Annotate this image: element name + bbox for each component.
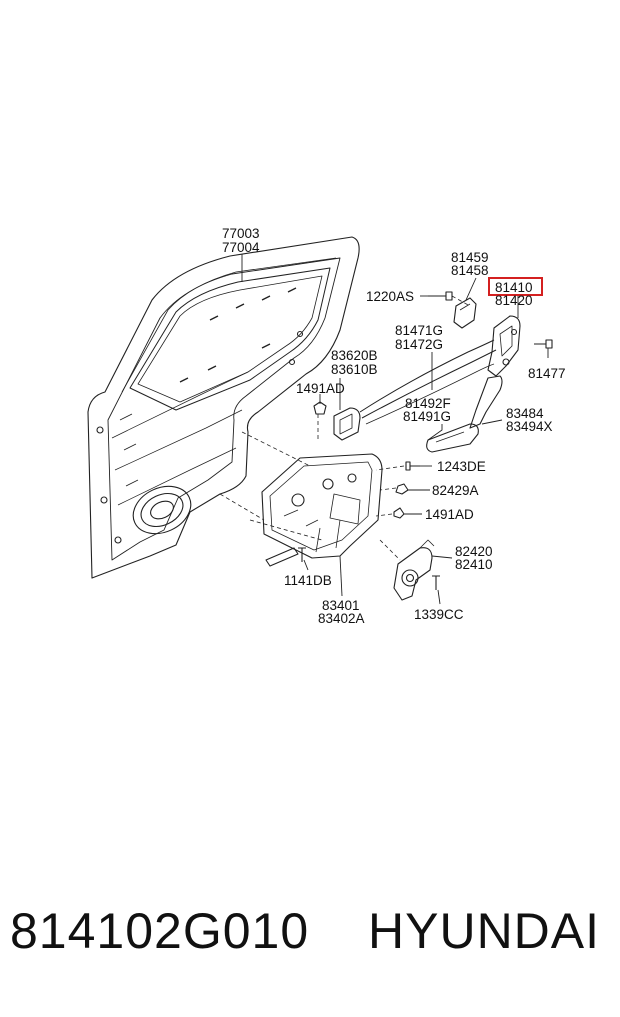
label-1491ad-top: 1491AD [296,381,345,396]
label-81420: 81420 [495,293,533,308]
exploded-parts-diagram: 77003 77004 1220AS 81459 81458 81410 814… [87,226,566,626]
label-82410: 82410 [455,557,493,572]
latch-cables [359,339,497,425]
footer-brand: HYUNDAI [368,903,601,959]
part-labels: 77003 77004 1220AS 81459 81458 81410 814… [222,226,566,626]
fasteners [265,291,553,590]
label-81491g: 81491G [403,409,451,424]
label-1141db: 1141DB [284,573,332,588]
door-actuator [333,407,361,441]
label-77004: 77004 [222,240,260,255]
door-latch-assembly [487,315,521,377]
handle-cap [453,297,477,329]
label-83402a: 83402A [318,611,365,626]
label-1220as: 1220AS [366,289,414,304]
label-83484: 83484 [506,406,544,421]
handle-bracket [426,375,503,453]
label-83494x: 83494X [506,419,553,434]
label-82429a: 82429A [432,483,479,498]
footer-part-number: 814102G010 [10,903,310,959]
regulator-motor [393,539,435,601]
label-1339cc: 1339CC [414,607,464,622]
label-81477: 81477 [528,366,566,381]
label-77003: 77003 [222,226,260,241]
label-83620b: 83620B [331,348,378,363]
label-81459: 81459 [451,250,489,265]
door-module-panel [261,453,383,559]
assembly-guide-lines [219,295,471,561]
door-frame [87,236,360,579]
highlight-box [488,277,543,296]
label-81458: 81458 [451,263,489,278]
label-81471g: 81471G [395,323,443,338]
leader-lines [241,254,549,605]
label-81410-highlighted: 81410 [495,280,533,295]
label-83401: 83401 [322,598,360,613]
label-83610b: 83610B [331,362,378,377]
label-81472g: 81472G [395,337,443,352]
label-82420: 82420 [455,544,493,559]
label-1243de: 1243DE [437,459,486,474]
label-81492f: 81492F [405,396,451,411]
label-1491ad-bottom: 1491AD [425,507,474,522]
